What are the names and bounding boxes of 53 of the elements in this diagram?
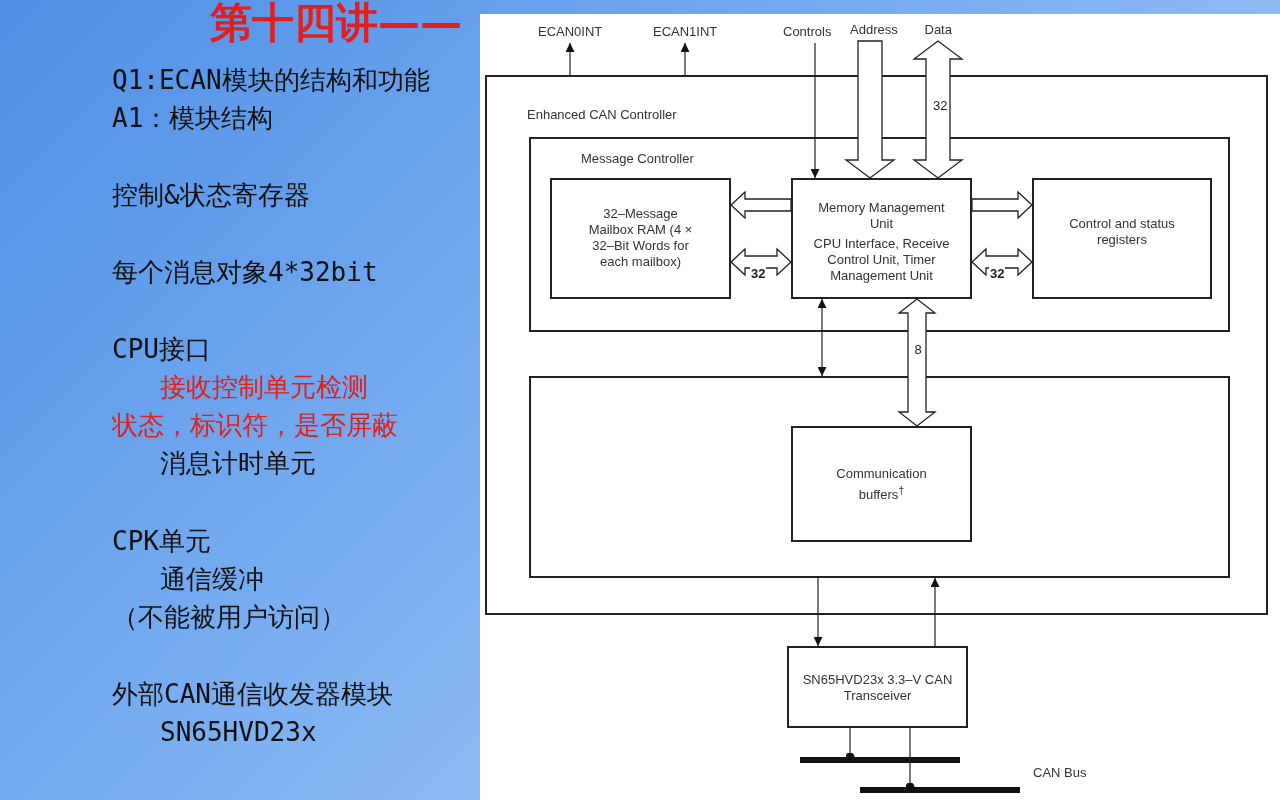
note-text: A1：模块结构 — [112, 103, 274, 133]
bus-arrow — [897, 298, 937, 427]
memory-box — [550, 178, 731, 299]
note-text: 每个消息对象4*32bit — [112, 257, 378, 287]
note-text: Q1:ECAN模块的结构和功能 — [112, 65, 430, 95]
box-label: Control and status registers — [1068, 216, 1176, 248]
signal-label: ECAN1INT — [653, 24, 718, 39]
box-label: SN65HVD23x 3.3–V CAN Transceiver — [801, 672, 954, 704]
box-label: CPU Interface, Receive Control Unit, Timer Management Unit — [812, 236, 951, 284]
bus-arrow — [912, 40, 964, 179]
slide-title: 第十四讲—— — [210, 0, 462, 48]
arrow — [565, 42, 575, 76]
note-text: CPU接口 — [112, 334, 211, 364]
buffer-box — [791, 426, 972, 542]
note-text: 控制&状态寄存器 — [112, 180, 310, 210]
module-box — [529, 376, 1230, 578]
note-text: SN65HVD23x — [160, 717, 317, 747]
arrow — [930, 577, 940, 647]
edge-label: 32 — [750, 267, 767, 281]
arrow — [680, 42, 690, 76]
register-box — [1032, 178, 1212, 299]
signal-label: Controls — [783, 24, 832, 39]
edge-label: 32 — [932, 99, 949, 113]
box-label: 32–Message Mailbox RAM (4 × 32–Bit Words for each mailbox) — [587, 206, 694, 270]
bus-arrow — [844, 40, 896, 179]
arrow — [810, 42, 820, 179]
box-heading: Message Controller — [581, 151, 695, 167]
bus-arrow — [730, 190, 792, 220]
arrow — [813, 577, 823, 647]
bus-arrow — [971, 247, 1033, 277]
signal-label: Address — [850, 22, 898, 37]
note-text: 状态，标识符，是否屏蔽 — [112, 410, 398, 440]
arrow — [817, 298, 827, 377]
transceiver-box — [787, 646, 968, 728]
unit-box — [791, 178, 972, 299]
box-label: Communication buffers$^{†}$ — [835, 466, 928, 504]
bus-arrow — [730, 247, 792, 277]
bus-label: CAN Bus — [1033, 765, 1087, 780]
box-heading: Enhanced CAN Controller — [527, 107, 678, 123]
signal-label: Data — [924, 22, 952, 37]
signal-label: ECAN0INT — [538, 24, 603, 39]
edge-label: 32 — [989, 267, 1006, 281]
note-text: （不能被用户访问） — [112, 602, 346, 632]
note-text: 消息计时单元 — [160, 448, 316, 478]
box-label: Memory Management Unit — [817, 200, 946, 232]
note-text: 接收控制单元检测 — [160, 372, 368, 402]
controller-box — [529, 137, 1230, 332]
bus-arrow — [971, 190, 1033, 220]
edge-label: 8 — [913, 343, 923, 357]
note-text: 外部CAN通信收发器模块 — [112, 679, 393, 709]
note-text: CPK单元 — [112, 526, 211, 556]
note-text: 通信缓冲 — [160, 564, 264, 594]
controller-box — [485, 75, 1268, 615]
